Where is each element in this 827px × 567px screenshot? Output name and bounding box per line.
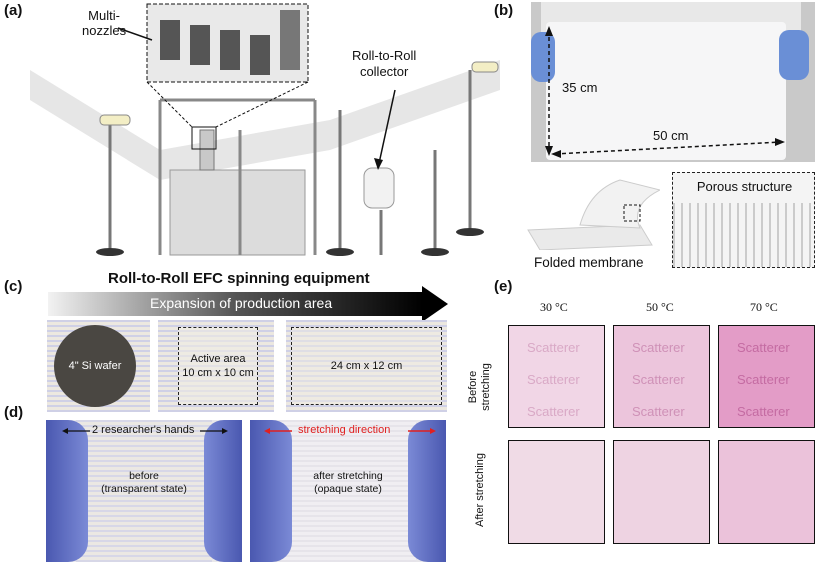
expansion-arrow-label: Expansion of production area xyxy=(150,295,333,311)
tile-before-30: Scatterer Scatterer Scatterer xyxy=(508,325,605,428)
large-area-box: 24 cm x 12 cm xyxy=(291,327,442,405)
left-glove xyxy=(531,32,555,82)
active-area-box: Active area 10 cm x 10 cm xyxy=(178,327,258,405)
roll-collector-label: Roll-to-Roll collector xyxy=(352,48,417,79)
folded-membrane-label: Folded membrane xyxy=(534,255,644,270)
row-label-after: After stretching xyxy=(474,453,486,527)
stretch-after-photo xyxy=(250,420,446,562)
expansion-arrow xyxy=(48,292,423,316)
width-label: 50 cm xyxy=(653,128,689,143)
equipment-title: Roll-to-Roll EFC spinning equipment xyxy=(108,270,370,287)
right-hand xyxy=(204,420,242,562)
tile-before-70: Scatterer Scatterer Scatterer xyxy=(718,325,815,428)
tile-after-70 xyxy=(718,440,815,544)
right-hand xyxy=(408,420,446,562)
porous-structure-inset: Porous structure xyxy=(672,172,815,268)
panel-label-c: (c) xyxy=(4,278,23,295)
membrane-photo xyxy=(531,2,815,162)
tile-after-50 xyxy=(613,440,710,544)
panel-label-e: (e) xyxy=(494,278,513,295)
large-area-label: 24 cm x 12 cm xyxy=(330,360,403,372)
tile-after-30 xyxy=(508,440,605,544)
hands-label: 2 researcher's hands xyxy=(92,424,195,436)
after-label: after stretching (opaque state) xyxy=(313,470,383,495)
stretching-direction-label: stretching direction xyxy=(298,424,391,436)
stretch-before-photo xyxy=(46,420,242,562)
right-glove xyxy=(779,30,809,80)
panel-label-b: (b) xyxy=(494,2,514,19)
membrane-sheet xyxy=(546,22,786,160)
porous-structure-label: Porous structure xyxy=(696,179,793,194)
si-wafer-disc: 4" Si wafer xyxy=(54,325,136,407)
equipment-illustration xyxy=(30,3,500,256)
panel-label-a: (a) xyxy=(4,2,23,19)
temp-label-30: 30 °C xyxy=(540,300,568,314)
panel-label-d: (d) xyxy=(4,404,24,421)
left-hand xyxy=(250,420,292,562)
folded-membrane-illustration xyxy=(520,170,662,251)
height-label: 35 cm xyxy=(562,80,598,95)
temp-label-50: 50 °C xyxy=(646,300,674,314)
before-label: before (transparent state) xyxy=(101,470,187,495)
tile-before-50: Scatterer Scatterer Scatterer xyxy=(613,325,710,428)
row-label-before: Before stretching xyxy=(467,363,492,411)
multi-nozzles-label: Multi- nozzles xyxy=(82,8,127,38)
temp-label-70: 70 °C xyxy=(750,300,778,314)
active-area-label: Active area 10 cm x 10 cm xyxy=(182,353,254,379)
left-hand xyxy=(46,420,88,562)
si-wafer-label: 4" Si wafer xyxy=(68,360,122,372)
